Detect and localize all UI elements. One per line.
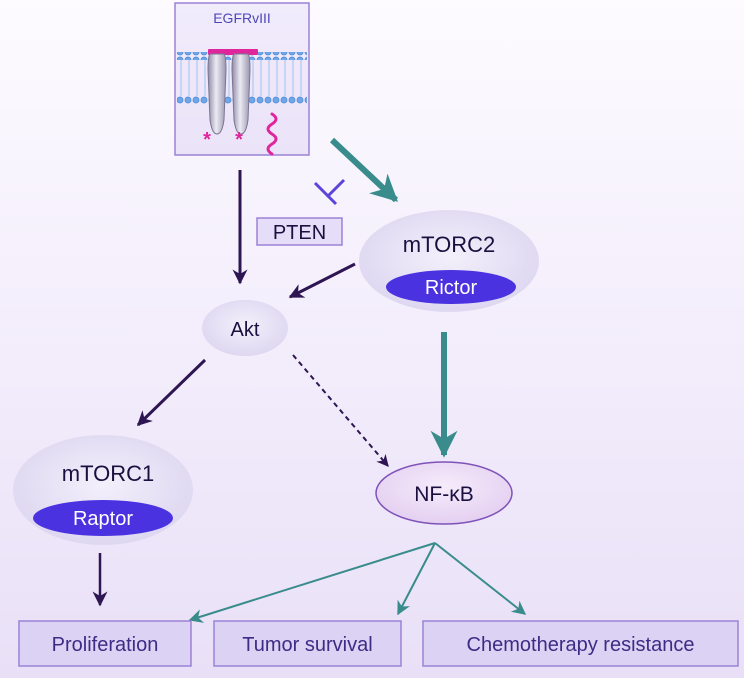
pathway-arrows xyxy=(92,137,527,623)
mtorc1-complex: mTORC1 Raptor xyxy=(13,435,193,545)
outcome-chemotherapy-resistance: Chemotherapy resistance xyxy=(422,620,739,667)
squiggle-tail-icon xyxy=(266,112,278,156)
akt-label: Akt xyxy=(231,319,260,341)
arrow-mtorc2-to-akt xyxy=(288,262,356,299)
rictor-subunit xyxy=(386,270,516,304)
arrow-akt-to-nfkb-dashed xyxy=(292,354,389,467)
mtorc2-label: mTORC2 xyxy=(403,232,496,257)
phospho-star-icon: * xyxy=(235,129,243,151)
pten-node: PTEN xyxy=(256,217,343,246)
raptor-label: Raptor xyxy=(73,508,133,530)
outcome-label: Chemotherapy resistance xyxy=(467,634,695,656)
outcomes: Proliferation Tumor survival Chemotherap… xyxy=(18,620,739,667)
nfkb-node: NF-κB xyxy=(375,461,513,525)
phospho-star-icon: * xyxy=(203,129,211,151)
arrow-nfkb-to-tumor-survival xyxy=(397,542,436,616)
outcome-proliferation: Proliferation xyxy=(18,620,192,667)
mtorc1-label: mTORC1 xyxy=(62,461,155,486)
arrow-nfkb-to-chemotherapy-resistance xyxy=(434,542,527,615)
rictor-label: Rictor xyxy=(425,277,478,299)
outcome-label: Tumor survival xyxy=(242,634,372,656)
egfrviii-receptor: EGFRvIII * * xyxy=(174,2,310,156)
akt-node: Akt xyxy=(202,300,288,356)
receptor-dimer-icon xyxy=(207,49,258,135)
outcome-label: Proliferation xyxy=(52,634,159,656)
arrow-nfkb-to-proliferation xyxy=(188,542,436,623)
receptor-label: EGFRvIII xyxy=(213,10,271,26)
mtorc2-complex: mTORC2 Rictor xyxy=(359,210,539,312)
pten-inhibition-bar xyxy=(313,178,346,206)
pten-label: PTEN xyxy=(273,222,326,244)
nfkb-label: NF-κB xyxy=(414,483,474,506)
arrow-egfr-to-mtorc2 xyxy=(329,137,399,203)
outcome-tumor-survival: Tumor survival xyxy=(213,620,402,667)
raptor-subunit xyxy=(33,500,173,536)
arrow-akt-to-mtorc1 xyxy=(136,358,207,427)
